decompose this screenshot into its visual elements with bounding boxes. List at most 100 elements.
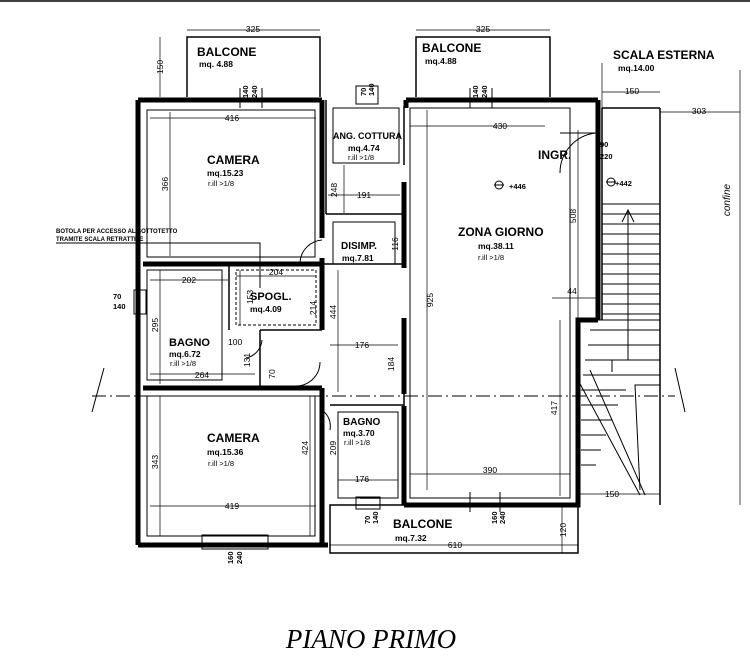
dim-zona-giorno-width: 430 bbox=[493, 121, 507, 131]
camera-top-ratio: r.ill >1/8 bbox=[208, 179, 234, 188]
inner-room-outlines bbox=[146, 107, 571, 537]
svg-text:150: 150 bbox=[155, 60, 165, 74]
dim-balcone-tl-width: 325 bbox=[246, 24, 260, 34]
dim-bagno-width: 202 bbox=[182, 275, 196, 285]
cam-win-h: 240 bbox=[250, 85, 259, 98]
dim-scala-150-top: 150 bbox=[625, 86, 639, 96]
zona-giorno-name: ZONA GIORNO bbox=[458, 225, 544, 239]
zona-giorno-area: mq.38.11 bbox=[478, 241, 514, 251]
ingr-door-w: 90 bbox=[600, 140, 608, 149]
camera-bot-win-h: 240 bbox=[235, 551, 244, 564]
dim-step-44: 44 bbox=[567, 286, 577, 296]
room-zona-giorno: ZONA GIORNO mq.38.11 r.ill >1/8 430 140 … bbox=[410, 85, 613, 496]
ingr-door-h: 220 bbox=[600, 152, 613, 161]
dim-scala-150-bottom: 150 bbox=[605, 489, 619, 499]
camera-top-area: mq.15.23 bbox=[207, 168, 244, 178]
room-disimpegno: DISIMP. mq.7.81 116 444 176 184 bbox=[299, 237, 400, 392]
dim-zg-lower-width: 390 bbox=[483, 465, 497, 475]
dim-spogl-width-2: 214 bbox=[308, 301, 318, 315]
camera-top-name: CAMERA bbox=[207, 153, 260, 167]
balcone-bottom: BALCONE mq.7.32 610 120 bbox=[329, 504, 579, 554]
balcone-b-area: mq.7.32 bbox=[395, 533, 427, 543]
dim-balcone-tr-width: 325 bbox=[476, 24, 490, 34]
dim-corridor-184: 184 bbox=[386, 357, 396, 371]
dim-zg-lower-417: 417 bbox=[549, 401, 559, 415]
ang-cottura-win-h: 140 bbox=[367, 83, 376, 96]
camera-bottom-area: mq.15.36 bbox=[207, 447, 244, 457]
dim-bagno-264: 264 bbox=[195, 370, 209, 380]
bagno-left-ratio: r.ill >1/8 bbox=[170, 359, 196, 368]
spogl-area: mq.4.09 bbox=[250, 304, 282, 314]
bagno-r-win-h: 140 bbox=[371, 511, 380, 524]
scala-esterna-name: SCALA ESTERNA bbox=[613, 48, 715, 62]
dim-total-height: 925 bbox=[425, 293, 435, 307]
botola-line1: BOTOLA PER ACCESSO AL SOTTOTETTO bbox=[56, 229, 178, 235]
dim-zona-giorno-height: 508 bbox=[568, 209, 578, 223]
room-bagno-right: BAGNO mq.3.70 r.ill >1/8 209 176 70 140 bbox=[321, 409, 398, 524]
dim-camera-bot-height: 343 bbox=[150, 455, 160, 469]
disimp-area: mq.7.81 bbox=[342, 253, 374, 263]
botola-note: BOTOLA PER ACCESSO AL SOTTOTETTO TRAMITE… bbox=[56, 229, 261, 288]
dim-bagno-131: 131 bbox=[242, 353, 252, 367]
balcone-b-window: 160 240 bbox=[469, 492, 507, 524]
dim-spogl-height: 153 bbox=[245, 290, 255, 304]
zona-giorno-ratio: r.ill >1/8 bbox=[478, 253, 504, 262]
left-window: 70 140 bbox=[113, 289, 147, 315]
external-staircase: +442 150 bbox=[577, 107, 661, 505]
ang-cottura-name: ANG. COTTURA bbox=[333, 131, 402, 141]
plan-title: PIANO PRIMO bbox=[285, 624, 456, 654]
room-camera-top: CAMERA mq.15.23 r.ill >1/8 416 366 140 2… bbox=[150, 85, 316, 256]
ang-cottura-ratio: r.ill >1/8 bbox=[348, 153, 374, 162]
confine-label: confine bbox=[722, 183, 733, 216]
bagno-right-name: BAGNO bbox=[343, 417, 380, 428]
room-camera-bottom: CAMERA mq.15.36 r.ill >1/8 343 424 419 1… bbox=[150, 396, 316, 564]
bagno-left-area: mq.6.72 bbox=[169, 349, 201, 359]
left-window-w: 70 bbox=[113, 292, 121, 301]
dim-balcone-b-depth: 120 bbox=[558, 523, 568, 537]
balcone-tl-name: BALCONE bbox=[197, 45, 256, 59]
dim-balcone-depth: 150 bbox=[155, 37, 165, 97]
balcone-tr-name: BALCONE bbox=[422, 41, 481, 55]
bagno-r-win-w: 70 bbox=[363, 516, 372, 524]
disimp-name: DISIMP. bbox=[341, 241, 377, 252]
bagno-right-area: mq.3.70 bbox=[343, 428, 375, 438]
cam-win-w: 140 bbox=[241, 85, 250, 98]
zg-win-h: 240 bbox=[480, 85, 489, 98]
dim-bagno-door-100: 100 bbox=[228, 337, 242, 347]
balcone-b-name: BALCONE bbox=[393, 517, 452, 531]
elev-446: +446 bbox=[509, 182, 526, 191]
dim-corridor-width: 191 bbox=[357, 190, 371, 200]
dim-camera-bot-width: 419 bbox=[225, 501, 239, 511]
dim-ang-cottura-height: 248 bbox=[329, 183, 339, 197]
camera-bottom-name: CAMERA bbox=[207, 431, 260, 445]
dim-bagno-height: 295 bbox=[150, 318, 160, 332]
dim-spogl-width: 204 bbox=[269, 267, 283, 277]
elev-442: +442 bbox=[615, 179, 632, 188]
dim-bagno-r-width: 176 bbox=[355, 474, 369, 484]
scala-esterna-area: mq.14.00 bbox=[618, 63, 655, 73]
balcone-tr-area: mq.4.88 bbox=[425, 56, 457, 66]
dim-camera-bot-right: 424 bbox=[300, 441, 310, 455]
balcone-top-right: 325 BALCONE mq.4.88 bbox=[415, 24, 551, 97]
dim-camera-top-width: 416 bbox=[225, 113, 239, 123]
room-ang-cottura: ANG. COTTURA mq.4.74 r.ill >1/8 70 140 2… bbox=[328, 83, 402, 213]
botola-line2: TRAMITE SCALA RETRATTILE bbox=[56, 237, 143, 243]
ang-cottura-win-w: 70 bbox=[359, 88, 368, 96]
ang-cottura-area: mq.4.74 bbox=[348, 143, 380, 153]
ingresso-name: INGR. bbox=[538, 148, 571, 162]
balcone-tl-area: mq. 4.88 bbox=[199, 59, 233, 69]
spogl-name: SPOGL. bbox=[250, 291, 292, 303]
balcone-b-win-h: 240 bbox=[498, 511, 507, 524]
dim-camera-top-height: 366 bbox=[160, 177, 170, 191]
dim-door-70: 70 bbox=[267, 369, 277, 379]
balcone-b-win-w: 160 bbox=[490, 511, 499, 524]
dim-balcone-b-width: 610 bbox=[448, 540, 462, 550]
left-window-h: 140 bbox=[113, 302, 126, 311]
bagno-left-name: BAGNO bbox=[169, 337, 210, 349]
room-bagno-left: BAGNO mq.6.72 r.ill >1/8 202 295 100 131… bbox=[150, 270, 321, 387]
bagno-right-ratio: r.ill >1/8 bbox=[344, 438, 370, 447]
dim-disimp-height: 116 bbox=[390, 237, 400, 251]
camera-bot-win-w: 160 bbox=[226, 551, 235, 564]
balcone-top-left: 325 BALCONE mq. 4.88 bbox=[186, 24, 321, 97]
